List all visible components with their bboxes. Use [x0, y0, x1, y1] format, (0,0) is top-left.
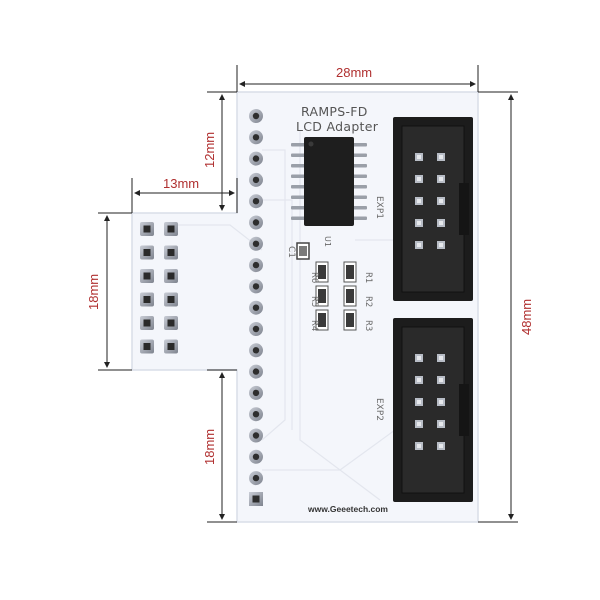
dimension-right-height: 48mm: [519, 299, 534, 335]
website-label: www.Geeetech.com: [307, 504, 388, 514]
resistor-label-r2: R2: [363, 296, 373, 307]
connector-label-exp2: EXP2: [374, 398, 384, 421]
pin-pad: [249, 172, 263, 187]
pin-header-column: [249, 109, 263, 506]
ic-chip: [291, 137, 367, 226]
resistor-label-r1: R1: [363, 272, 373, 283]
resistor: [315, 309, 329, 331]
pin-pad: [249, 130, 263, 145]
board-title-line2: LCD Adapter: [296, 119, 379, 134]
tab-pad: [140, 269, 154, 283]
connector-exp1: [393, 117, 473, 301]
resistor: [315, 261, 329, 283]
pin-pad: [249, 279, 263, 294]
resistor: [315, 285, 329, 307]
connector-label-exp1: EXP1: [374, 196, 384, 219]
pin-pad: [249, 407, 263, 422]
resistor-array: [315, 261, 357, 331]
dimension-lines: [98, 65, 518, 523]
tab-pad: [164, 316, 178, 330]
tab-pad: [140, 222, 154, 236]
capacitor: [296, 242, 310, 260]
tab-pad: [164, 269, 178, 283]
tab-pad-grid: [140, 222, 178, 354]
ic-label: U1: [323, 236, 332, 247]
pin-pad: [249, 236, 263, 251]
connector-exp2: [393, 318, 473, 502]
pin-pad: [249, 151, 263, 166]
tab-pad: [140, 245, 154, 260]
pin-pad-square: [249, 492, 263, 506]
tab-pad: [164, 292, 178, 307]
dimension-upper-left: 12mm: [202, 132, 217, 168]
pin-pad: [249, 343, 263, 358]
resistor: [343, 309, 357, 331]
pin-pad: [249, 385, 263, 400]
board-title-line1: RAMPS-FD: [301, 104, 368, 119]
resistor-label-r5: R5: [309, 296, 319, 307]
pin-pad: [249, 449, 263, 464]
dimension-tab-width: 13mm: [163, 176, 199, 191]
pin-pad: [249, 300, 263, 315]
pin-pad: [249, 258, 263, 273]
pin-pad: [249, 428, 263, 443]
dimension-top-width: 28mm: [336, 65, 372, 80]
tab-pad: [140, 292, 154, 307]
tab-pad: [164, 222, 178, 236]
tab-pad: [140, 316, 154, 330]
resistor: [343, 261, 357, 283]
pin-pad: [249, 471, 263, 486]
resistor-label-r4: R4: [309, 320, 319, 331]
pin-pad: [249, 364, 263, 379]
resistor-label-r6: R6: [309, 272, 319, 283]
pin-pad: [249, 322, 263, 336]
pcb-traces: [170, 130, 396, 501]
dimension-tab-height: 18mm: [86, 274, 101, 310]
pin-pad: [249, 194, 263, 209]
resistor: [343, 285, 357, 307]
pin-pad: [249, 109, 263, 123]
tab-pad: [164, 245, 178, 260]
pin-pad: [249, 215, 263, 230]
dimension-lower-left: 18mm: [202, 429, 217, 465]
capacitor-label: C1: [286, 246, 296, 258]
tab-pad: [164, 339, 178, 354]
tab-pad: [140, 339, 154, 354]
resistor-label-r3: R3: [363, 320, 373, 331]
